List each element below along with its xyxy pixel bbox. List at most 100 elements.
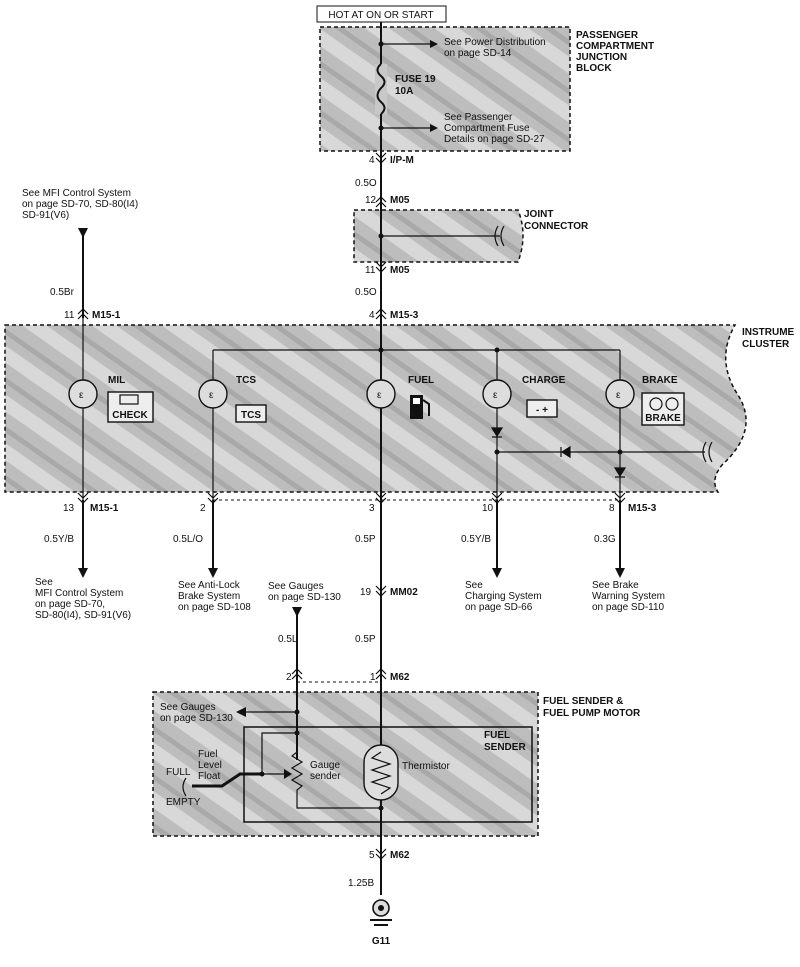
power-dist-ref-2: on page SD-14	[444, 48, 512, 59]
fuse-rating: 10A	[395, 86, 413, 97]
pin-m05-in: 12	[365, 195, 377, 206]
mil-badge: CHECK	[112, 410, 148, 421]
ground-name: G11	[372, 936, 391, 947]
cluster-break-icon	[702, 441, 713, 463]
connector-m62-ground-icon	[375, 848, 387, 860]
out-conn-m151: M15-1	[90, 503, 119, 514]
svg-text:ε: ε	[493, 390, 498, 401]
float-travel-icon	[182, 777, 187, 797]
power-dist-ref-1: See Power Distribution	[444, 37, 546, 48]
cluster-title-2: CLUSTER	[742, 339, 790, 350]
charging-ref-2: Charging System	[465, 591, 542, 602]
brake-label: BRAKE	[642, 375, 678, 386]
mfi-out-ref-2: MFI Control System	[35, 588, 123, 599]
charging-out-arrow-icon	[492, 568, 502, 578]
fuel-label: FUEL	[408, 375, 434, 386]
float-1: Fuel	[198, 749, 217, 760]
wire-0-5br: 0.5Br	[50, 287, 75, 298]
charging-ref-3: on page SD-66	[465, 602, 533, 613]
pin-m05-out: 11	[365, 265, 376, 276]
out-pin-8: 8	[609, 503, 615, 514]
connector-m151-in-icon	[77, 308, 89, 320]
fuse-details-ref-3: Details on page SD-27	[444, 134, 545, 145]
gauges-sender-ref-1: See Gauges	[160, 702, 216, 713]
wire-0-5p-cluster: 0.5P	[355, 534, 376, 545]
brake-diode-icon	[613, 467, 627, 478]
ground-icon	[370, 899, 392, 926]
svg-text:ε: ε	[79, 390, 84, 401]
wire-0-3g: 0.3G	[594, 534, 616, 545]
ground-pin: 5	[369, 850, 375, 861]
fuel-sender-title-2: FUEL PUMP MOTOR	[543, 708, 641, 719]
float-arm-icon	[192, 772, 262, 788]
charge-diode-icon	[490, 427, 504, 438]
wire-0-5o-mid: 0.5O	[355, 287, 377, 298]
mil-lamp-icon	[68, 379, 98, 409]
mfi-top-ref-2: on page SD-70, SD-80(I4)	[22, 199, 138, 210]
empty-label: EMPTY	[166, 797, 201, 808]
wire-0-5p-lower: 0.5P	[355, 634, 376, 645]
pin-m151-in: 11	[64, 310, 75, 321]
svg-text:ε: ε	[377, 390, 382, 401]
gauges-top-arrow-icon	[292, 607, 302, 617]
connector-m05-in-icon	[375, 196, 387, 208]
out-conn-m153: M15-3	[628, 503, 657, 514]
pin-ipm: 4	[369, 155, 375, 166]
fuel-sender-title-1: FUEL SENDER &	[543, 696, 623, 707]
conn-m05-out: M05	[390, 265, 410, 276]
fuse-details-ref-1: See Passenger	[444, 112, 513, 123]
battery-icon	[526, 399, 558, 418]
connector-m62-a-icon	[291, 668, 303, 680]
fuse-name: FUSE 19	[395, 74, 436, 85]
fuse-icon	[376, 63, 386, 115]
brake-lamp-icon	[605, 379, 635, 409]
mfi-top-ref-1: See MFI Control System	[22, 188, 131, 199]
out-pin-3: 3	[369, 503, 375, 514]
conn-m05-in: M05	[390, 195, 410, 206]
junction-block-zone	[319, 26, 571, 152]
conn-m153-in: M15-3	[390, 310, 419, 321]
thermistor-label: Thermistor	[402, 761, 450, 772]
connector-mm02-icon	[375, 585, 387, 597]
charge-label: CHARGE	[522, 375, 566, 386]
gauges-top-ref-1: See Gauges	[268, 581, 324, 592]
mfi-out-ref-4: SD-80(I4), SD-91(V6)	[35, 610, 131, 621]
fuse-details-ref-2: Compartment Fuse	[444, 123, 530, 134]
tcs-lamp-icon	[198, 379, 228, 409]
gauge-sender-1: Gauge	[310, 760, 340, 771]
fuel-pump-icon	[410, 395, 430, 419]
out-pin-13: 13	[63, 503, 75, 514]
charge-lamp-icon	[482, 379, 512, 409]
charge-badge: - +	[536, 405, 548, 416]
gauges-sender-ref-2: on page SD-130	[160, 713, 233, 724]
mfi-out-arrow-icon	[78, 568, 88, 578]
supply-label: HOT AT ON OR START	[328, 10, 433, 21]
gauges-top-ref-2: on page SD-130	[268, 592, 341, 603]
joint-title-1: JOINT	[524, 209, 553, 220]
connector-m05-out-icon	[375, 261, 387, 273]
connector-m62-b-icon	[375, 668, 387, 680]
charging-ref-1: See	[465, 580, 483, 591]
mfi-top-ref-3: SD-91(V6)	[22, 210, 69, 221]
abs-ref-1: See Anti-Lock	[178, 580, 241, 591]
connector-ipm-icon	[375, 152, 387, 164]
wire-0-5o-top: 0.5O	[355, 178, 377, 189]
abs-ref-3: on page SD-108	[178, 602, 251, 613]
joint-break-icon	[494, 225, 505, 247]
junction-title-1: PASSENGER	[576, 30, 639, 41]
svg-text:ε: ε	[616, 390, 621, 401]
brake-series-diode-icon	[560, 445, 571, 459]
junction-title-2: COMPARTMENT	[576, 41, 654, 52]
fuel-sender-zone	[152, 691, 539, 837]
abs-ref-2: Brake System	[178, 591, 240, 602]
conn-mm02: MM02	[390, 587, 418, 598]
conn-ipm: I/P-M	[390, 155, 414, 166]
brake-badge: BRAKE	[645, 413, 681, 424]
junction-title-3: JUNCTION	[576, 52, 627, 63]
fuel-sender-box-title-2: SENDER	[484, 742, 526, 753]
fuel-lamp-icon	[366, 379, 396, 409]
pin-m62-b: 1	[370, 672, 376, 683]
out-pin-10: 10	[482, 503, 494, 514]
cluster-title-1: INSTRUME	[742, 327, 795, 338]
